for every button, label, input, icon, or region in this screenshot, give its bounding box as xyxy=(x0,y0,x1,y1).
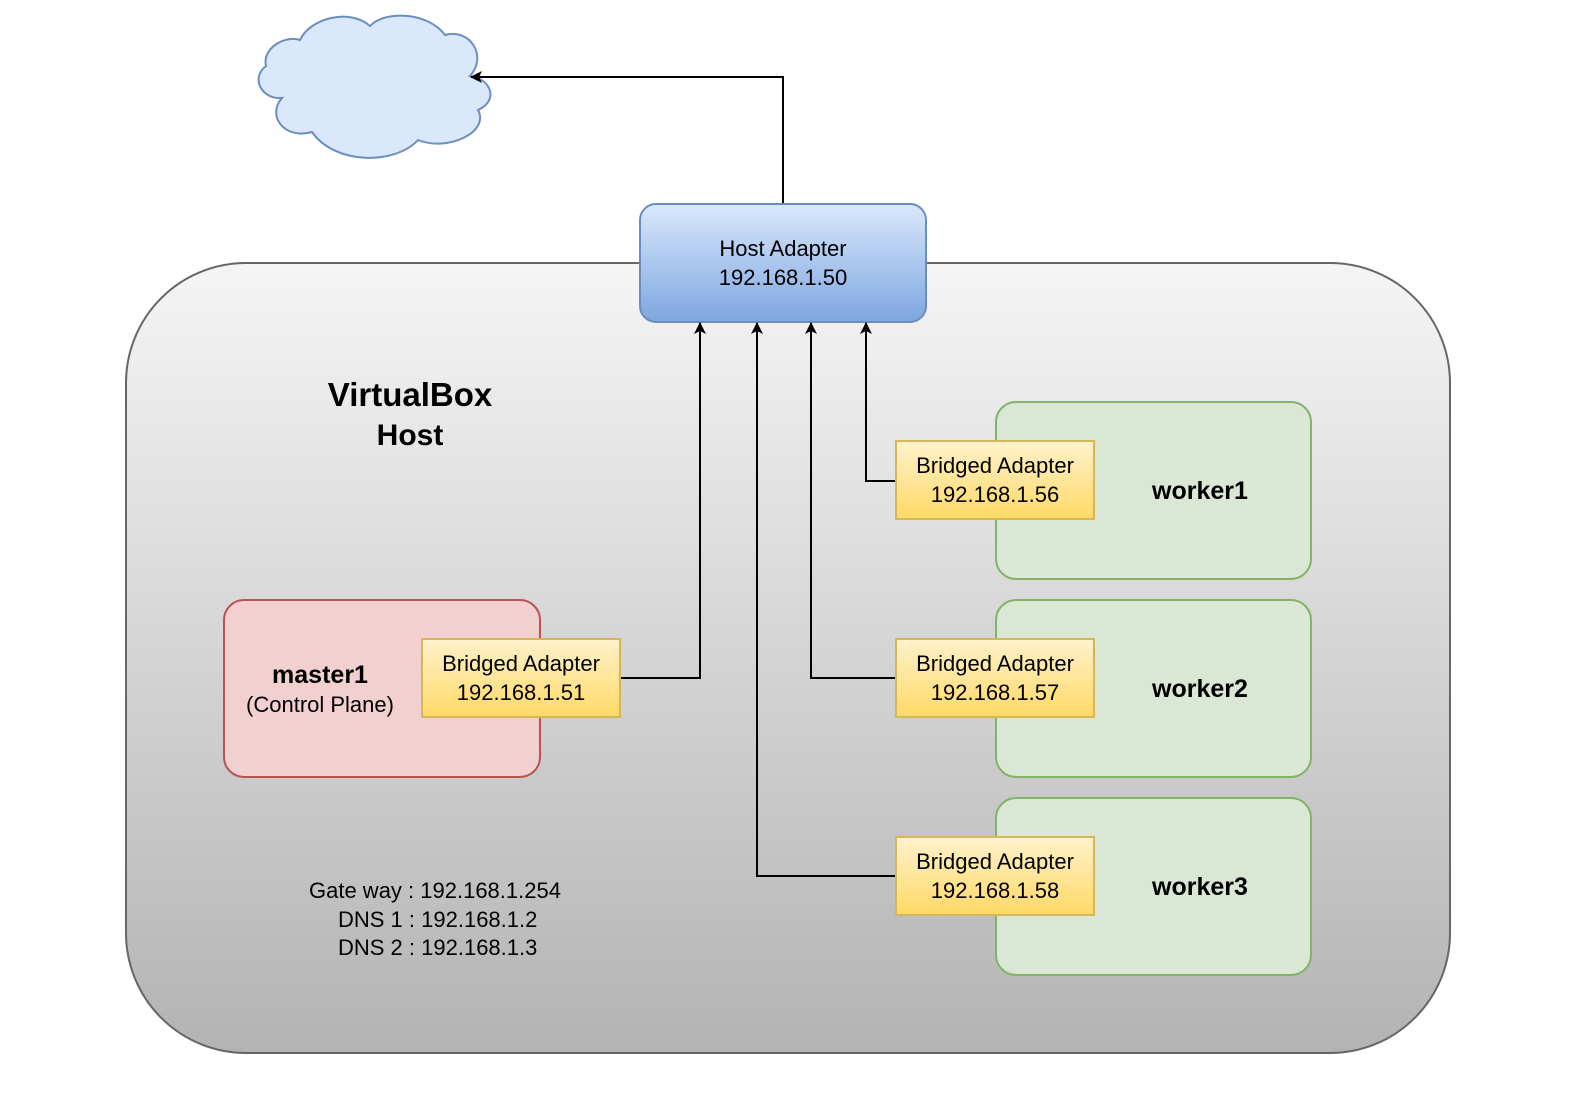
worker1-name: worker1 xyxy=(1151,477,1248,505)
host-title-line2: Host xyxy=(377,419,444,452)
cloud-icon xyxy=(257,14,492,159)
master1-adapter-name: Bridged Adapter xyxy=(442,651,600,676)
dns2-text: DNS 2 : 192.168.1.3 xyxy=(338,935,537,960)
connector-worker2 xyxy=(805,322,896,679)
worker2-adapter-ip: 192.168.1.57 xyxy=(931,680,1059,705)
connector-worker3 xyxy=(751,322,896,877)
gateway-text: Gate way : 192.168.1.254 xyxy=(309,878,561,903)
worker3-name: worker3 xyxy=(1151,873,1248,901)
connector-master1 xyxy=(620,322,706,679)
master1-bridged-adapter: Bridged Adapter 192.168.1.51 xyxy=(421,638,621,718)
host-adapter-name: Host Adapter xyxy=(719,236,846,261)
worker3-adapter-name: Bridged Adapter xyxy=(916,849,1074,874)
worker2-name: worker2 xyxy=(1151,675,1248,703)
worker2-bridged-adapter: Bridged Adapter 192.168.1.57 xyxy=(895,638,1095,718)
master1-name: master1 xyxy=(272,661,368,689)
host-title-line1: VirtualBox xyxy=(328,376,493,413)
connector-host-to-cloud xyxy=(470,71,784,204)
worker3-adapter-ip: 192.168.1.58 xyxy=(931,878,1059,903)
master1-adapter-ip: 192.168.1.51 xyxy=(457,680,585,705)
dns1-text: DNS 1 : 192.168.1.2 xyxy=(338,907,537,932)
master1-role: (Control Plane) xyxy=(246,692,394,717)
worker1-adapter-ip: 192.168.1.56 xyxy=(931,482,1059,507)
connector-worker1 xyxy=(860,322,896,482)
worker1-adapter-name: Bridged Adapter xyxy=(916,453,1074,478)
network-info: Gate way : 192.168.1.254 DNS 1 : 192.168… xyxy=(309,878,561,960)
worker1-bridged-adapter: Bridged Adapter 192.168.1.56 xyxy=(895,440,1095,520)
worker3-bridged-adapter: Bridged Adapter 192.168.1.58 xyxy=(895,836,1095,916)
host-adapter-ip: 192.168.1.50 xyxy=(719,265,847,290)
host-adapter: Host Adapter 192.168.1.50 xyxy=(639,203,927,323)
worker2-adapter-name: Bridged Adapter xyxy=(916,651,1074,676)
